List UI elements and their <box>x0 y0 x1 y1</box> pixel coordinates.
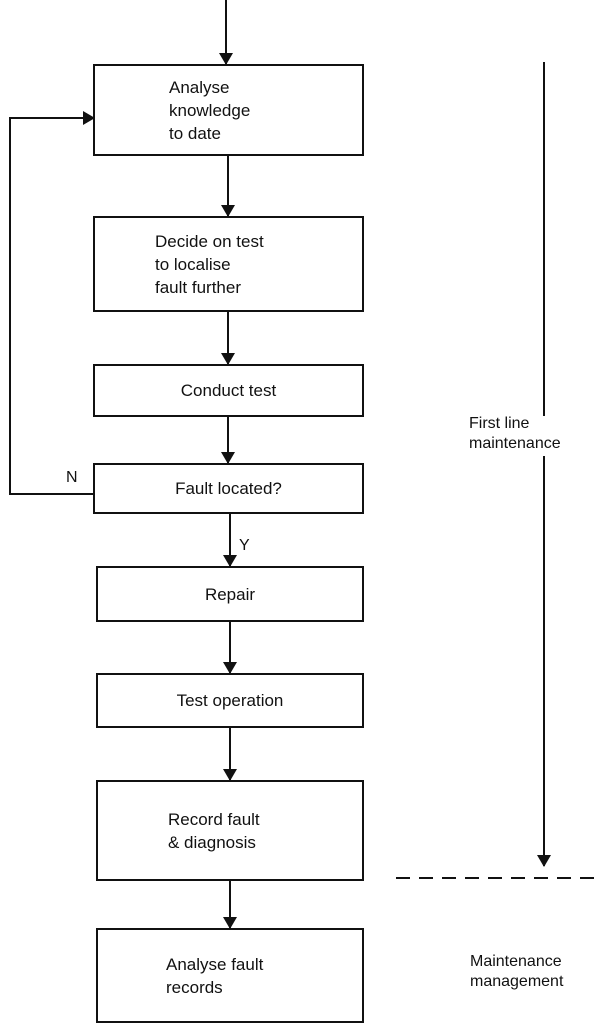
step-fault-located: Fault located? <box>93 463 364 514</box>
step-analyse-knowledge: Analyse knowledge to date <box>93 64 364 156</box>
step-label: Record fault & diagnosis <box>168 809 260 852</box>
step-record-fault: Record fault & diagnosis <box>96 780 364 881</box>
step-label: Analyse knowledge to date <box>169 77 251 143</box>
step-label: Analyse fault records <box>166 954 264 997</box>
phase-management-label: Maintenance management <box>470 953 564 990</box>
step-test-operation: Test operation <box>96 673 364 728</box>
branch-no-label: N <box>66 469 78 486</box>
step-label: Conduct test <box>180 381 277 400</box>
phase-first-line-label: First line maintenance <box>469 415 561 452</box>
step-label: Decide on test to localise fault further <box>155 231 264 297</box>
step-repair: Repair <box>96 566 364 622</box>
step-label: Fault located? <box>175 479 282 498</box>
step-conduct-test: Conduct test <box>93 364 364 417</box>
branch-yes-label: Y <box>239 537 250 554</box>
loop-no-branch <box>9 111 95 495</box>
step-label: Repair <box>204 584 256 604</box>
step-analyse-records: Analyse fault records <box>96 928 364 1023</box>
step-label: Test operation <box>176 691 284 710</box>
step-decide-test: Decide on test to localise fault further <box>93 216 364 312</box>
